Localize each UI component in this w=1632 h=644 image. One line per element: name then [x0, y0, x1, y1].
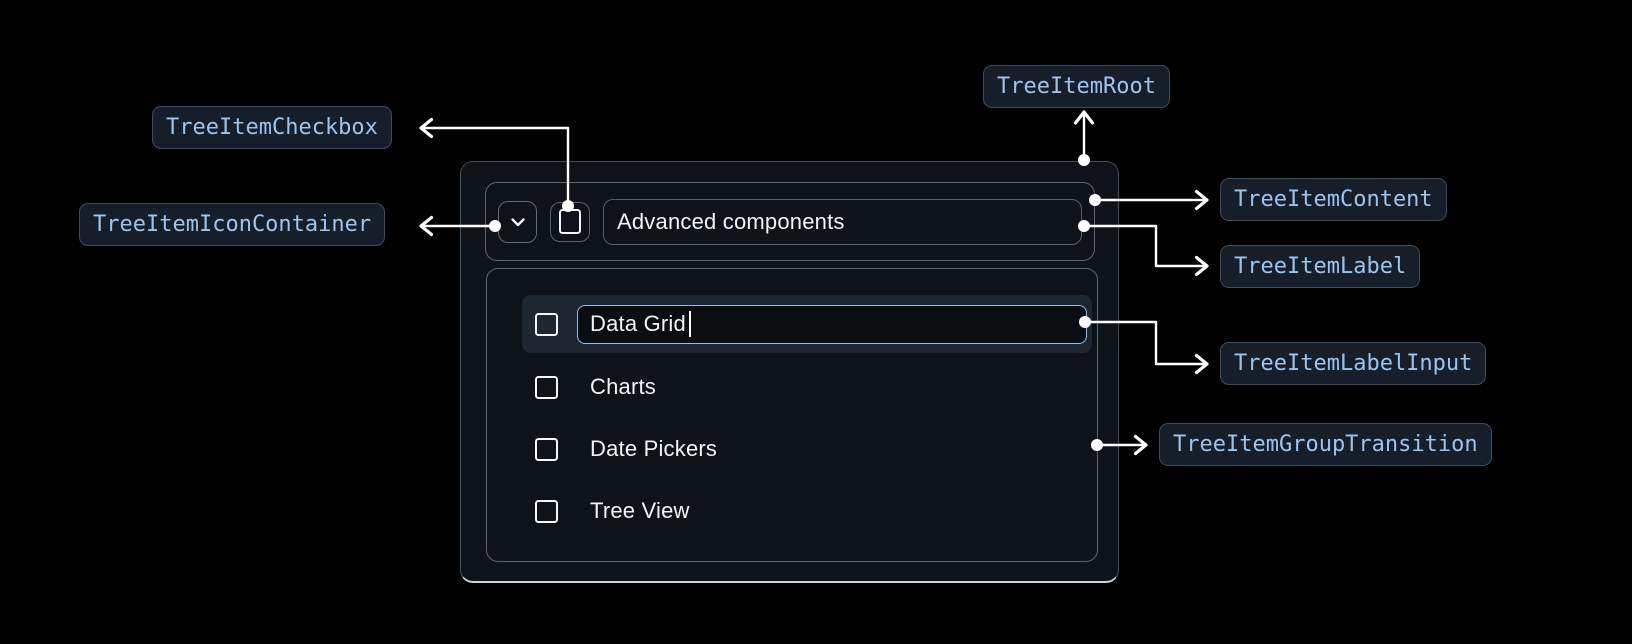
tree-item-checkbox[interactable]	[550, 201, 590, 242]
tree-item-label-text: Date Pickers	[590, 436, 718, 461]
tree-item-label: Advanced components	[603, 198, 1082, 245]
checkbox-icon	[559, 209, 581, 234]
connector-root	[1073, 110, 1095, 166]
annotation-tree-item-icon-container: TreeItemIconContainer	[79, 203, 386, 246]
text-cursor	[688, 311, 691, 337]
label-input-value: Data Grid	[590, 311, 686, 336]
checkbox[interactable]	[535, 312, 558, 336]
tree-item-label-input[interactable]: Data Grid	[577, 304, 1087, 344]
checkbox[interactable]	[535, 499, 558, 523]
tree-item-root: Advanced components Data Grid Charts Dat…	[460, 161, 1119, 583]
tree-item-label-text: Tree View	[590, 498, 690, 523]
tree-item-row-charts[interactable]: Charts	[522, 358, 1092, 416]
annotation-tree-item-checkbox: TreeItemCheckbox	[152, 106, 392, 149]
chevron-down-icon	[510, 217, 525, 226]
tree-item-group-transition: Data Grid Charts Date Pickers Tree View	[486, 268, 1098, 562]
checkbox[interactable]	[535, 437, 558, 461]
tree-item-row-date-pickers[interactable]: Date Pickers	[522, 420, 1092, 478]
tree-item-row-data-grid[interactable]: Data Grid	[522, 295, 1092, 353]
annotation-tree-item-content: TreeItemContent	[1220, 178, 1447, 221]
tree-item-content[interactable]: Advanced components	[485, 182, 1095, 261]
annotation-tree-item-label: TreeItemLabel	[1220, 245, 1421, 288]
tree-item-label-text: Charts	[590, 374, 656, 399]
annotation-tree-item-root: TreeItemRoot	[983, 65, 1170, 108]
tree-item-row-tree-view[interactable]: Tree View	[522, 482, 1092, 540]
annotation-tree-item-label-input: TreeItemLabelInput	[1220, 342, 1487, 385]
tree-item-icon-container[interactable]	[498, 200, 537, 243]
checkbox[interactable]	[535, 375, 558, 399]
annotation-tree-item-group-transition: TreeItemGroupTransition	[1159, 423, 1492, 466]
tree-item-label-text: Advanced components	[617, 208, 845, 234]
